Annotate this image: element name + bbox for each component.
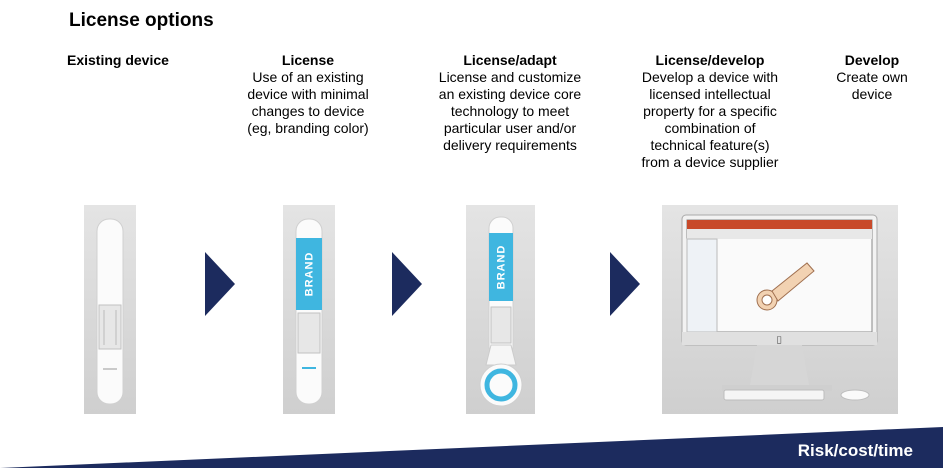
- brand-stripe: BRAND: [489, 233, 513, 301]
- column-description: Use of an existing device with minimal c…: [247, 69, 369, 136]
- adapted-device-photo: BRAND: [466, 205, 535, 414]
- column-heading: License: [281, 52, 335, 68]
- column-develop: Develop Create own device: [822, 52, 922, 103]
- licensed-device-photo: BRAND: [283, 205, 335, 414]
- page-title: License options: [69, 10, 214, 31]
- column-description: Create own device: [836, 69, 908, 102]
- svg-text:: : [777, 335, 782, 344]
- keyboard-icon: [723, 389, 825, 401]
- risk-cost-time-label: Risk/cost/time: [797, 441, 913, 460]
- column-description: License and customize an existing device…: [438, 69, 582, 153]
- chevron-right-icon: [205, 252, 235, 321]
- column-heading: License/develop: [655, 52, 765, 68]
- column-heading: Develop: [844, 52, 900, 68]
- column-description: Develop a device with licensed intellect…: [641, 69, 779, 170]
- brand-label: BRAND: [495, 244, 508, 290]
- chevron-right-icon: [610, 252, 640, 321]
- cad-workstation-photo: : [662, 205, 898, 414]
- brand-label: BRAND: [303, 251, 316, 297]
- column-license-develop: License/develop Develop a device with li…: [617, 52, 803, 171]
- injector-pen-icon: [96, 218, 124, 405]
- column-heading: License/adapt: [463, 52, 557, 68]
- column-license: License Use of an existing device with m…: [228, 52, 388, 137]
- column-heading: Existing device: [67, 52, 169, 68]
- column-license-adapt: License/adapt License and customize an e…: [415, 52, 605, 154]
- column-existing-device: Existing device: [67, 52, 189, 69]
- desktop-computer-icon: : [681, 214, 878, 401]
- mouse-icon: [840, 389, 870, 401]
- chevron-right-icon: [392, 252, 422, 321]
- risk-cost-time-bar: [0, 427, 943, 468]
- brand-stripe: BRAND: [296, 238, 322, 310]
- existing-device-photo: [84, 205, 136, 414]
